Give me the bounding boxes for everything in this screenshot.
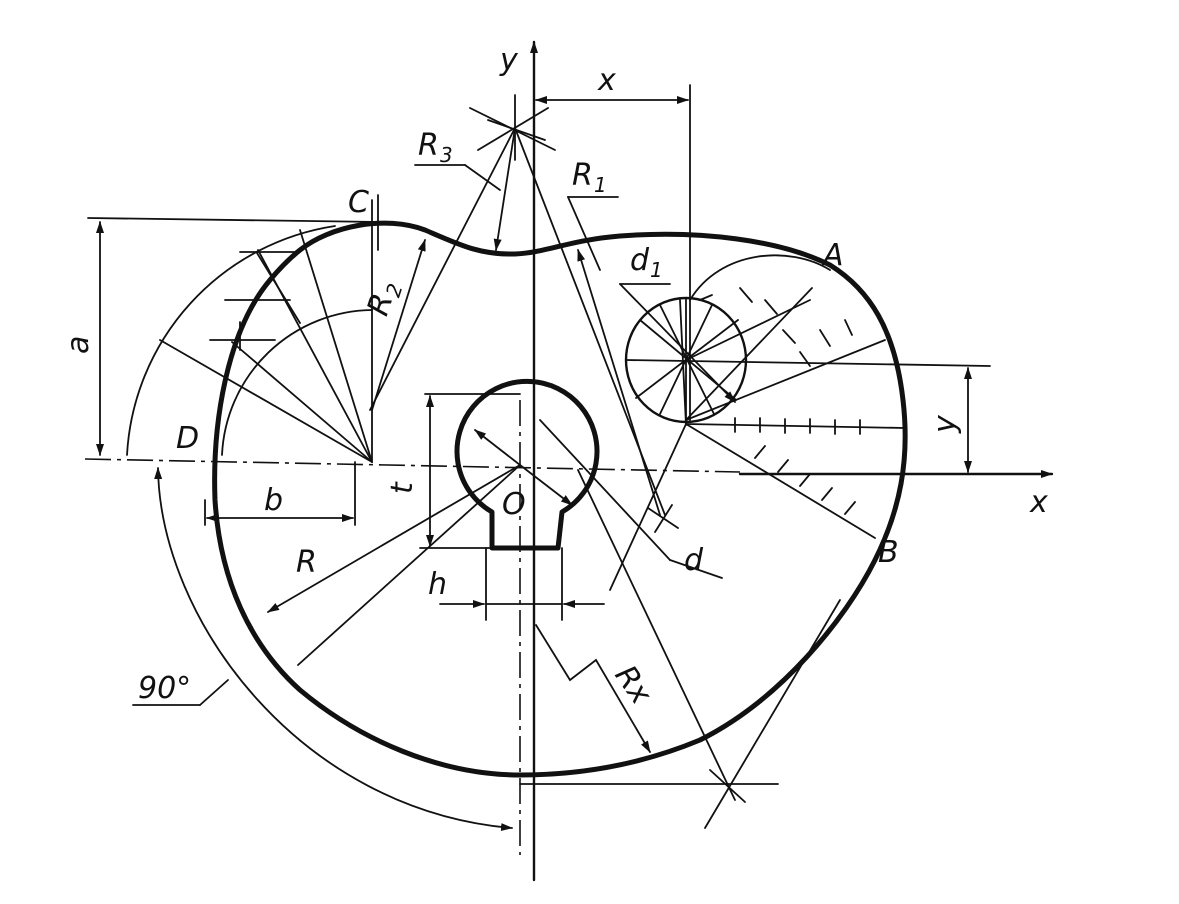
d1-subscript: 1	[650, 258, 663, 282]
point-a-label: A	[821, 238, 844, 273]
r2-radius-line	[371, 239, 426, 411]
r1-subscript: 1	[594, 173, 607, 197]
dim-a-label: a	[61, 336, 96, 354]
cam-outer-profile	[212, 220, 908, 778]
axis-y-label: y	[499, 43, 519, 78]
hub-d-shelf	[669, 559, 723, 579]
r1-radius-line	[577, 249, 661, 516]
dim-h-label: h	[428, 567, 447, 602]
dim-y-label: y	[928, 414, 963, 434]
point-c-label: C	[348, 185, 369, 220]
r3-radius-line	[493, 127, 516, 251]
point-d-label: D	[176, 421, 199, 456]
rx-leader	[535, 624, 651, 753]
d1-label: d	[630, 243, 650, 278]
dim-r-label: R	[296, 545, 317, 580]
r2-construction	[126, 199, 426, 463]
dim-rx-label: Rx	[608, 659, 659, 711]
d1-roller-construction	[619, 254, 991, 426]
r3-label: R	[418, 128, 439, 163]
origin-label: O	[502, 487, 526, 522]
keyhole-hub	[454, 378, 600, 551]
radial-division-lines	[609, 287, 906, 591]
hub-radius-line-2	[519, 464, 573, 506]
r1-label: R	[572, 158, 593, 193]
hub-radius-line	[474, 429, 521, 466]
axis-x-label: x	[1029, 485, 1048, 520]
r3-subscript: 3	[440, 143, 453, 167]
horizontal-centerline	[84, 458, 741, 473]
dim-b-label: b	[264, 483, 283, 518]
coordinate-axes	[84, 40, 1054, 882]
dim-x-label: x	[597, 63, 616, 98]
dim-d-label: d	[684, 543, 704, 578]
point-b-label: B	[878, 535, 899, 570]
hub-d-leader	[539, 419, 671, 561]
r3-construction	[369, 94, 666, 516]
angle-label: 90°	[138, 671, 191, 706]
dim-t-label: t	[385, 481, 420, 494]
angle-90-arc	[154, 467, 513, 832]
